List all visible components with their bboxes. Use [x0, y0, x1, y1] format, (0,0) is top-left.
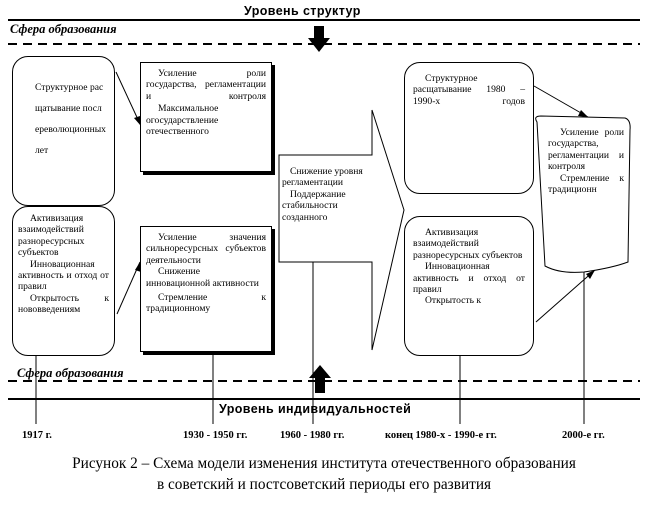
box-text: Активизация взаимодействий разноресурсны…	[413, 227, 523, 261]
big-arrow-shape	[278, 109, 405, 351]
box-strong-resource-1930: Усиление значения сильноресурсных субъек…	[140, 226, 272, 352]
box-text: Открытость к	[425, 295, 482, 307]
top-sphere-label: Сфера образования	[10, 22, 117, 36]
box-structural-loosening-1917: Структурное расщатывание послереволюцион…	[12, 56, 115, 206]
box-text: Стремление к традиционному	[146, 292, 266, 315]
down-arrow-icon	[308, 26, 330, 52]
period-label-1930: 1930 - 1950 гг.	[183, 430, 248, 441]
box-text: Снижение инновационной активности	[146, 266, 259, 289]
bottom-level-label: Уровень индивидуальностей	[219, 402, 412, 416]
box-text: Инновационная активность и отход от прав…	[18, 258, 109, 293]
document-shape	[535, 115, 631, 273]
arrow-text: Снижение уровня регламентации	[282, 166, 363, 189]
bottom-sphere-label: Сфера образования	[17, 366, 124, 380]
period-label-1960: 1960 - 1980 гг.	[280, 430, 345, 441]
box-text: Открытость к нововведениям	[18, 292, 109, 316]
up-arrow-icon	[309, 365, 331, 393]
arrow-text: Поддержание стабильности созданного	[282, 188, 346, 223]
box-text: Максимальное огосударствление отечествен…	[146, 103, 219, 138]
period-label-1917: 1917 г.	[22, 430, 52, 441]
box-text: Инновационная активность и отход от прав…	[413, 261, 525, 296]
box-text: Активизация взаимодействий разноресурсны…	[18, 213, 85, 259]
period-label-2000: 2000-е гг.	[562, 430, 605, 441]
box-state-role-1930: Усиление роли государства, регламентации…	[140, 62, 272, 172]
box-structural-loosening-1980: Структурное расщатывание 1980 – 1990-х г…	[404, 62, 534, 194]
box-activation-1990: Активизация взаимодействий разноресурсны…	[404, 216, 534, 356]
box-text: Усиление роли государства, регламентации…	[548, 127, 624, 173]
box-text: Усиление значения сильноресурсных субъек…	[146, 232, 266, 266]
box-text: Стремление к традиционн	[548, 172, 624, 196]
period-label-1990: конец 1980-х - 1990-е гг.	[385, 430, 497, 441]
box-text: Усиление роли государства, регламентации…	[146, 68, 266, 102]
box-text: Структурное расщатывание 1980 – 1990-х г…	[413, 73, 525, 107]
box-text: Структурное расщатывание послереволюцион…	[35, 82, 106, 156]
figure-caption-line-2: в советский и постсоветский периоды его …	[156, 476, 492, 493]
box-activation-1917: Активизация взаимодействий разноресурсны…	[12, 206, 115, 356]
top-level-label: Уровень структур	[244, 4, 361, 18]
big-arrow-text: Снижение уровня регламентации Поддержани…	[282, 166, 374, 223]
box-state-role-2000: Усиление роли государства, регламентации…	[548, 127, 624, 263]
figure-caption-line-1: Рисунок 2 – Схема модели изменения инсти…	[72, 455, 576, 472]
